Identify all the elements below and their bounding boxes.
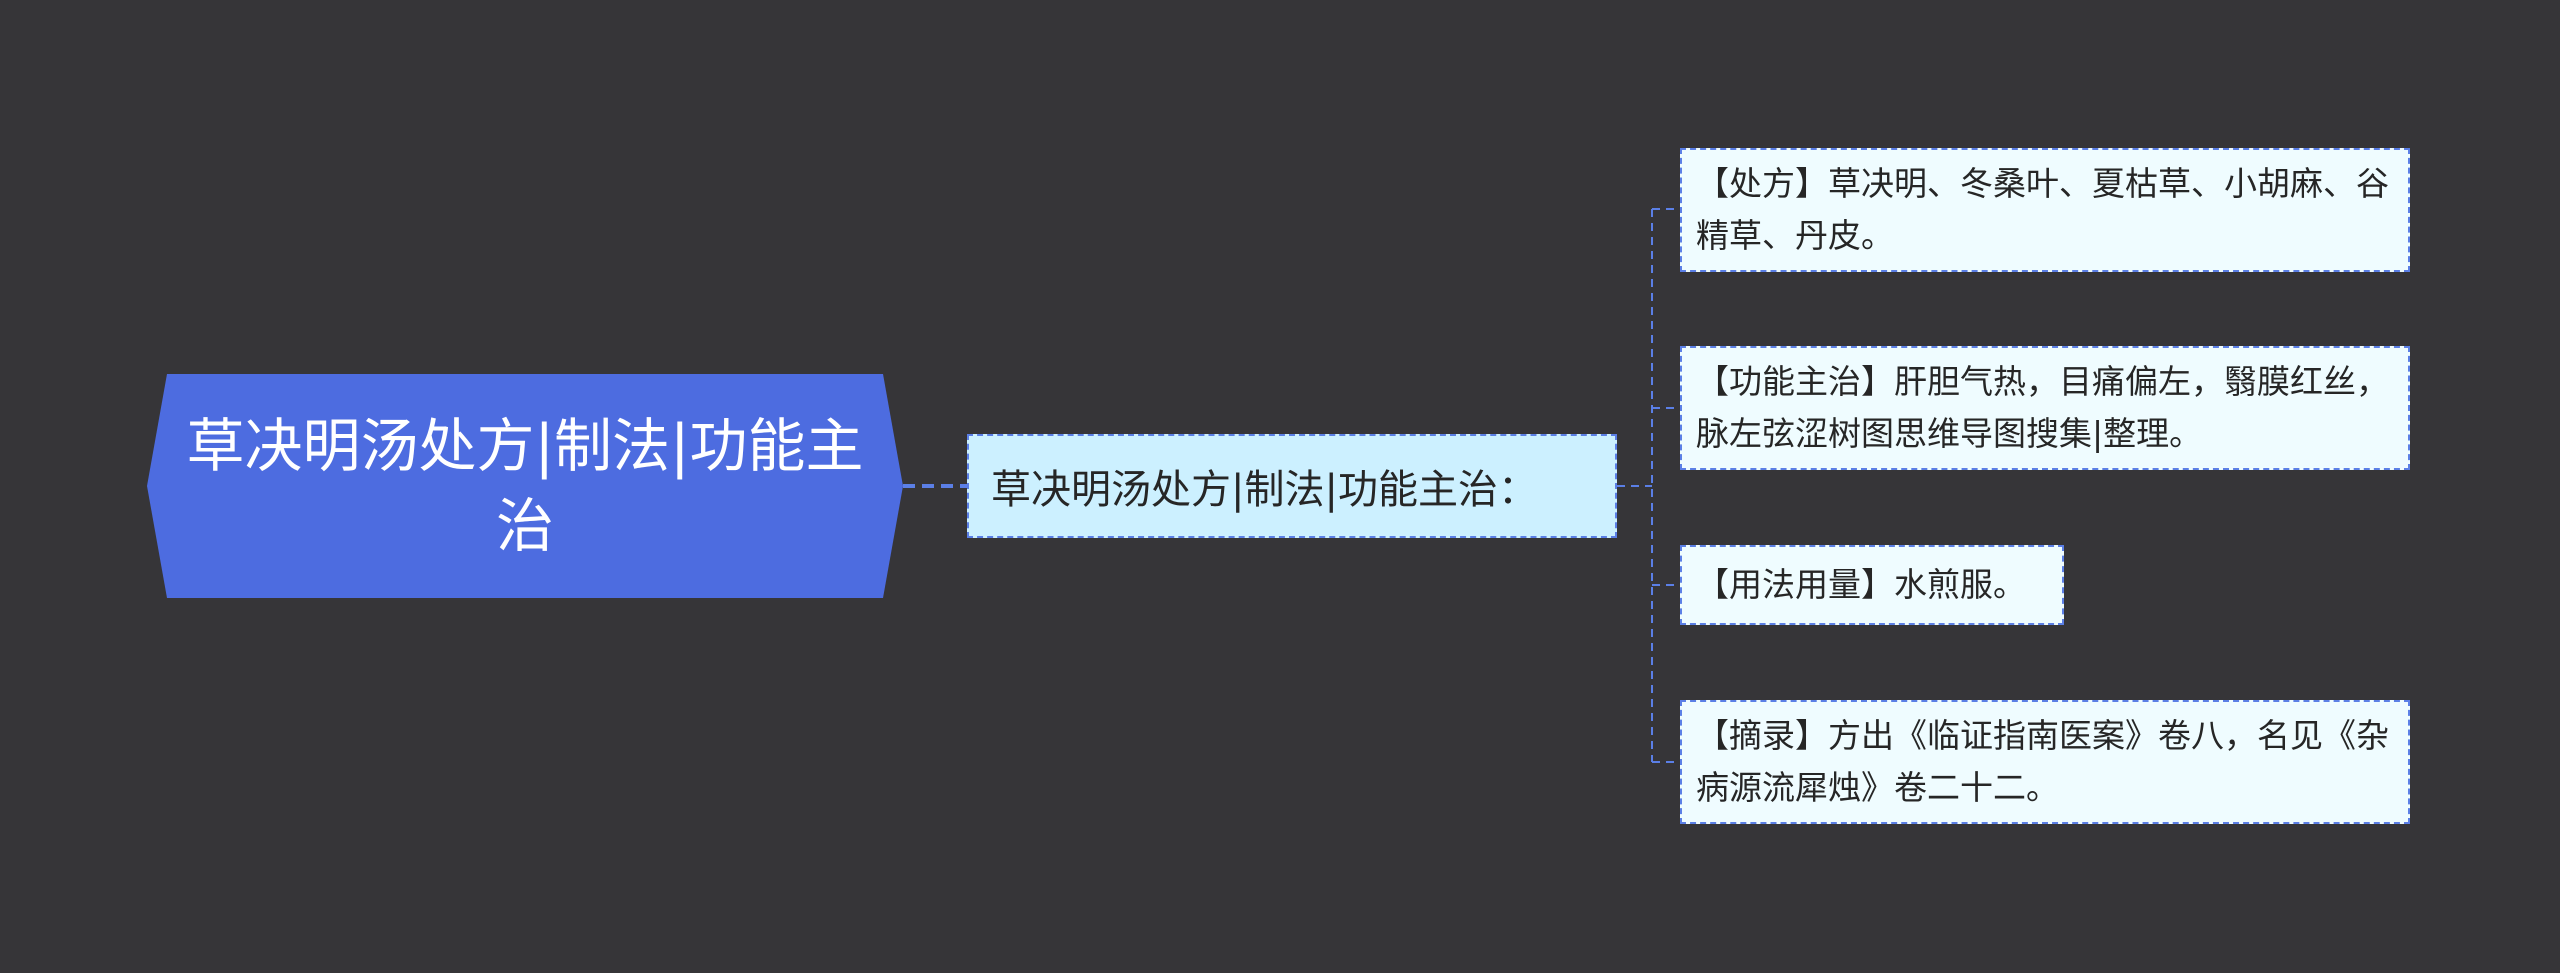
leaf-node-indications[interactable]: 【功能主治】肝胆气热，目痛偏左，翳膜红丝，脉左弦涩树图思维导图搜集|整理。 xyxy=(1680,346,2410,470)
root-topic-node[interactable]: 草决明汤处方|制法|功能主治 xyxy=(147,374,903,598)
leaf-node-prescription[interactable]: 【处方】草决明、冬桑叶、夏枯草、小胡麻、谷精草、丹皮。 xyxy=(1680,148,2410,272)
sub-topic-label: 草决明汤处方|制法|功能主治： xyxy=(991,467,1538,513)
leaf-label-prescription: 【处方】草决明、冬桑叶、夏枯草、小胡麻、谷精草、丹皮。 xyxy=(1696,164,2389,255)
leaf-label-excerpt: 【摘录】方出《临证指南医案》卷八，名见《杂病源流犀烛》卷二十二。 xyxy=(1696,716,2389,807)
leaf-label-indications: 【功能主治】肝胆气热，目痛偏左，翳膜红丝，脉左弦涩树图思维导图搜集|整理。 xyxy=(1696,362,2389,453)
root-topic-label: 草决明汤处方|制法|功能主治 xyxy=(186,412,864,560)
leaf-node-excerpt[interactable]: 【摘录】方出《临证指南医案》卷八，名见《杂病源流犀烛》卷二十二。 xyxy=(1680,700,2410,824)
leaf-node-usage[interactable]: 【用法用量】水煎服。 xyxy=(1680,545,2064,625)
leaf-label-usage: 【用法用量】水煎服。 xyxy=(1696,565,2026,604)
sub-topic-node[interactable]: 草决明汤处方|制法|功能主治： xyxy=(967,434,1617,538)
